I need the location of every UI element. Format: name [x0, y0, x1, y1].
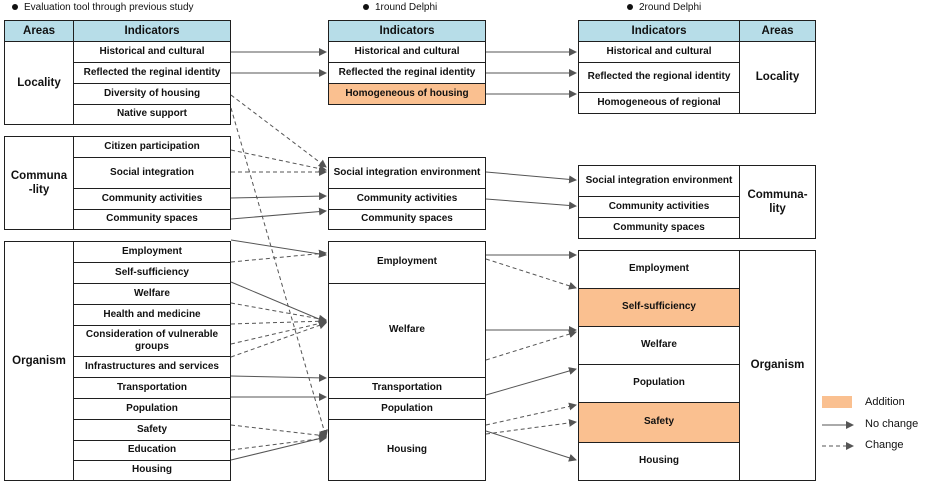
arrow-no-change — [230, 373, 327, 382]
r1-indicator-added: Homogeneous of housing — [328, 83, 486, 105]
r1-header-indicators: Indicators — [328, 20, 486, 42]
prev-indicator: Consideration of vulnerable groups — [73, 325, 231, 357]
legend-change-label: Change — [865, 439, 904, 451]
arrow-no-change — [230, 239, 327, 258]
prev-indicator: Native support — [73, 104, 231, 125]
arrow-no-change — [485, 430, 577, 462]
arrow-change — [230, 434, 327, 451]
r2-header-indicators: Indicators — [578, 20, 740, 42]
legend-addition-swatch — [822, 396, 852, 408]
arrow-change — [230, 317, 327, 326]
arrow-no-change — [485, 198, 577, 210]
r2-indicator: Social integration environment — [578, 165, 740, 197]
r1-indicator: Employment — [328, 241, 486, 284]
arrow-no-change — [230, 192, 327, 201]
r2-area-locality: Locality — [739, 41, 816, 114]
r2-area-community: Communa- lity — [739, 165, 816, 239]
arrow-change — [230, 302, 327, 323]
arrow-change — [230, 149, 327, 173]
title-previous-text: Evaluation tool through previous study — [24, 2, 194, 13]
arrow-no-change — [485, 171, 577, 184]
r1-indicator: Housing — [328, 419, 486, 481]
bullet-icon — [627, 4, 633, 11]
title-previous-study: Evaluation tool through previous study — [12, 2, 194, 13]
r1-indicator: Community spaces — [328, 209, 486, 230]
r2-indicator: Employment — [578, 250, 740, 289]
r2-indicator: Homogeneous of regional — [578, 92, 740, 114]
title-round1: 1round Delphi — [363, 2, 437, 13]
bullet-icon — [363, 4, 369, 11]
title-round1-text: 1round Delphi — [375, 2, 438, 13]
r2-area-organism: Organism — [739, 250, 816, 481]
prev-area-community: Communa -lity — [4, 136, 74, 230]
arrow-change — [230, 321, 327, 358]
arrow-no-change — [230, 281, 327, 323]
arrow-change — [485, 418, 577, 435]
prev-area-locality: Locality — [4, 41, 74, 125]
prev-indicator: Social integration — [73, 157, 231, 189]
arrow-change — [230, 94, 327, 168]
prev-indicator: Housing — [73, 460, 231, 481]
arrow-change — [230, 319, 327, 345]
r2-indicator: Housing — [578, 442, 740, 481]
arrow-change — [485, 330, 577, 361]
arrow-no-change — [485, 367, 577, 396]
r2-indicator-added: Safety — [578, 402, 740, 443]
legend-no-change-label: No change — [865, 418, 919, 430]
r2-indicator: Population — [578, 364, 740, 403]
arrow-change — [230, 424, 327, 440]
r2-indicator-added: Self-sufficiency — [578, 288, 740, 327]
bullet-icon — [12, 4, 18, 11]
arrow-no-change — [230, 434, 327, 461]
prev-indicator: Community spaces — [73, 209, 231, 230]
legend-addition-label: Addition — [865, 396, 905, 408]
prev-header-indicators: Indicators — [73, 20, 231, 42]
title-round2-text: 2round Delphi — [639, 2, 702, 13]
title-round2: 2round Delphi — [627, 2, 701, 13]
arrow-no-change — [230, 207, 327, 220]
r2-indicator: Reflected the regional identity — [578, 62, 740, 93]
r2-header-areas: Areas — [739, 20, 816, 42]
r1-indicator: Welfare — [328, 283, 486, 378]
arrow-change — [230, 107, 328, 438]
arrow-change — [485, 402, 577, 426]
arrow-change — [230, 249, 327, 263]
r2-indicator: Welfare — [578, 326, 740, 365]
arrow-change — [485, 258, 577, 290]
